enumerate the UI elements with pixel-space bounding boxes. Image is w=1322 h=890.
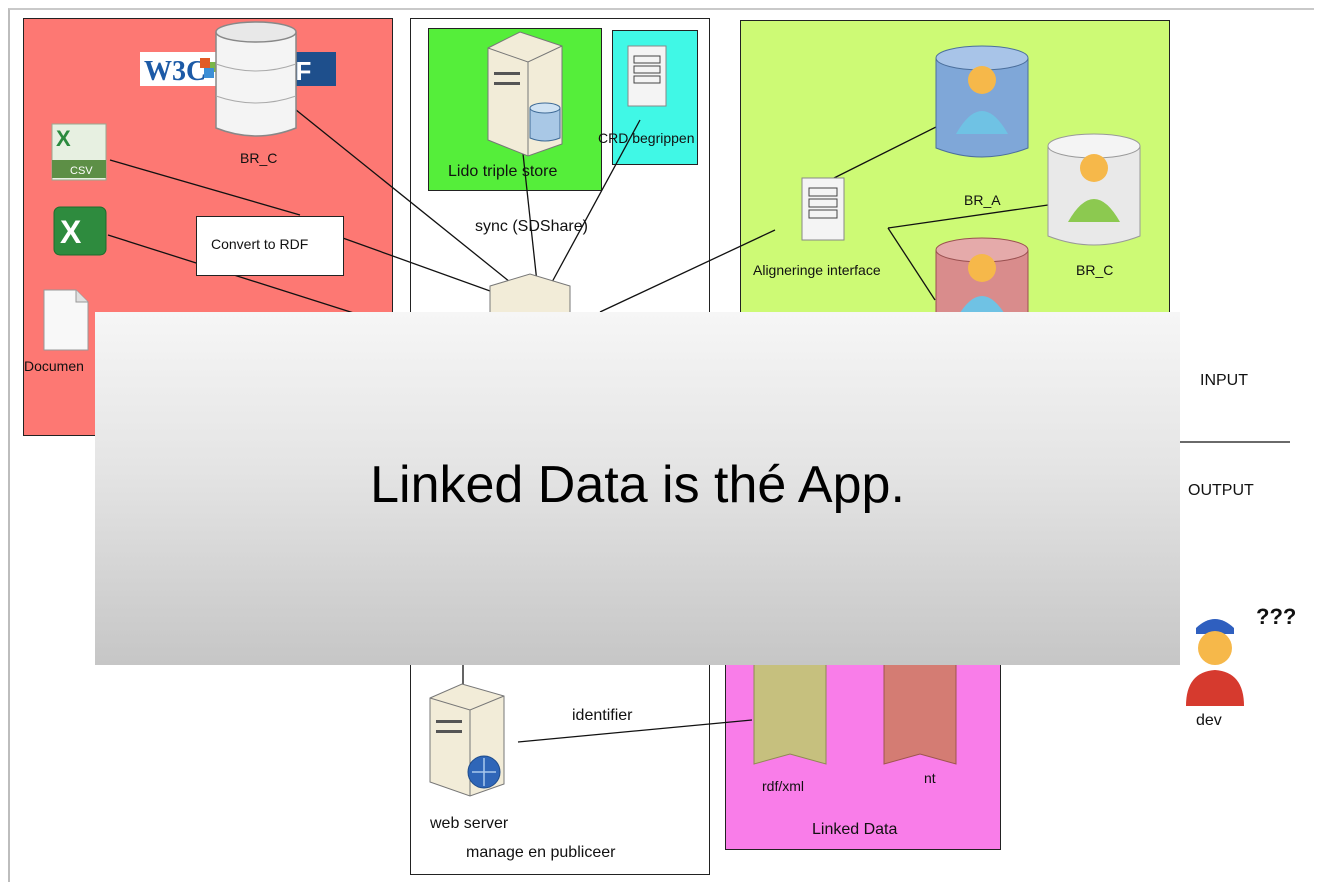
- input-label: INPUT: [1200, 372, 1248, 389]
- interface-document-icon: [800, 176, 846, 247]
- title-overlay: Linked Data is thé App.: [95, 312, 1180, 665]
- overlay-title: Linked Data is thé App.: [370, 455, 905, 514]
- rdfxml-file-icon: [750, 657, 830, 773]
- cylinder-icon: [528, 102, 562, 149]
- output-label: OUTPUT: [1188, 482, 1254, 499]
- br-c-source-label: BR_C: [240, 150, 278, 166]
- nt-label: nt: [924, 770, 936, 786]
- br-c-database-icon: [1046, 132, 1142, 257]
- document-icon: [40, 288, 92, 357]
- br-c-label: BR_C: [1076, 262, 1114, 278]
- crd-label: CRD begrippen: [598, 130, 695, 146]
- web-server-label: web server: [430, 815, 509, 832]
- svg-text:X: X: [60, 214, 82, 250]
- csv-file-icon: X CSV: [50, 122, 110, 189]
- excel-icon: X: [52, 205, 108, 262]
- linked-data-label: Linked Data: [812, 821, 898, 838]
- document-label: Documen: [24, 358, 84, 374]
- lido-label: Lido triple store: [448, 163, 558, 180]
- dev-person-icon: [1180, 608, 1250, 711]
- interface-label: Aligneringe interface: [753, 262, 881, 278]
- svg-text:X: X: [56, 126, 71, 151]
- convert-to-rdf-label: Convert to RDF: [211, 236, 309, 252]
- manage-label: manage en publiceer: [466, 844, 616, 861]
- question-label: ???: [1256, 604, 1297, 629]
- br-a-label: BR_A: [964, 192, 1001, 208]
- web-server-icon: [422, 680, 518, 805]
- csv-file-label: CSV: [70, 165, 93, 177]
- rdfxml-label: rdf/xml: [762, 778, 804, 794]
- dev-label: dev: [1196, 712, 1222, 729]
- canvas-frame: [8, 8, 1314, 882]
- crd-document-icon: [626, 44, 668, 113]
- nt-file-icon: [880, 657, 960, 773]
- br-a-database-icon: [934, 44, 1030, 169]
- convert-to-rdf-box: [196, 216, 344, 276]
- w3c-logo-text: W3C: [144, 56, 206, 87]
- identifier-label: identifier: [572, 707, 633, 724]
- user-database-icon: [934, 236, 1030, 321]
- sync-label: sync (SDShare): [475, 218, 588, 235]
- database-icon: [214, 20, 298, 145]
